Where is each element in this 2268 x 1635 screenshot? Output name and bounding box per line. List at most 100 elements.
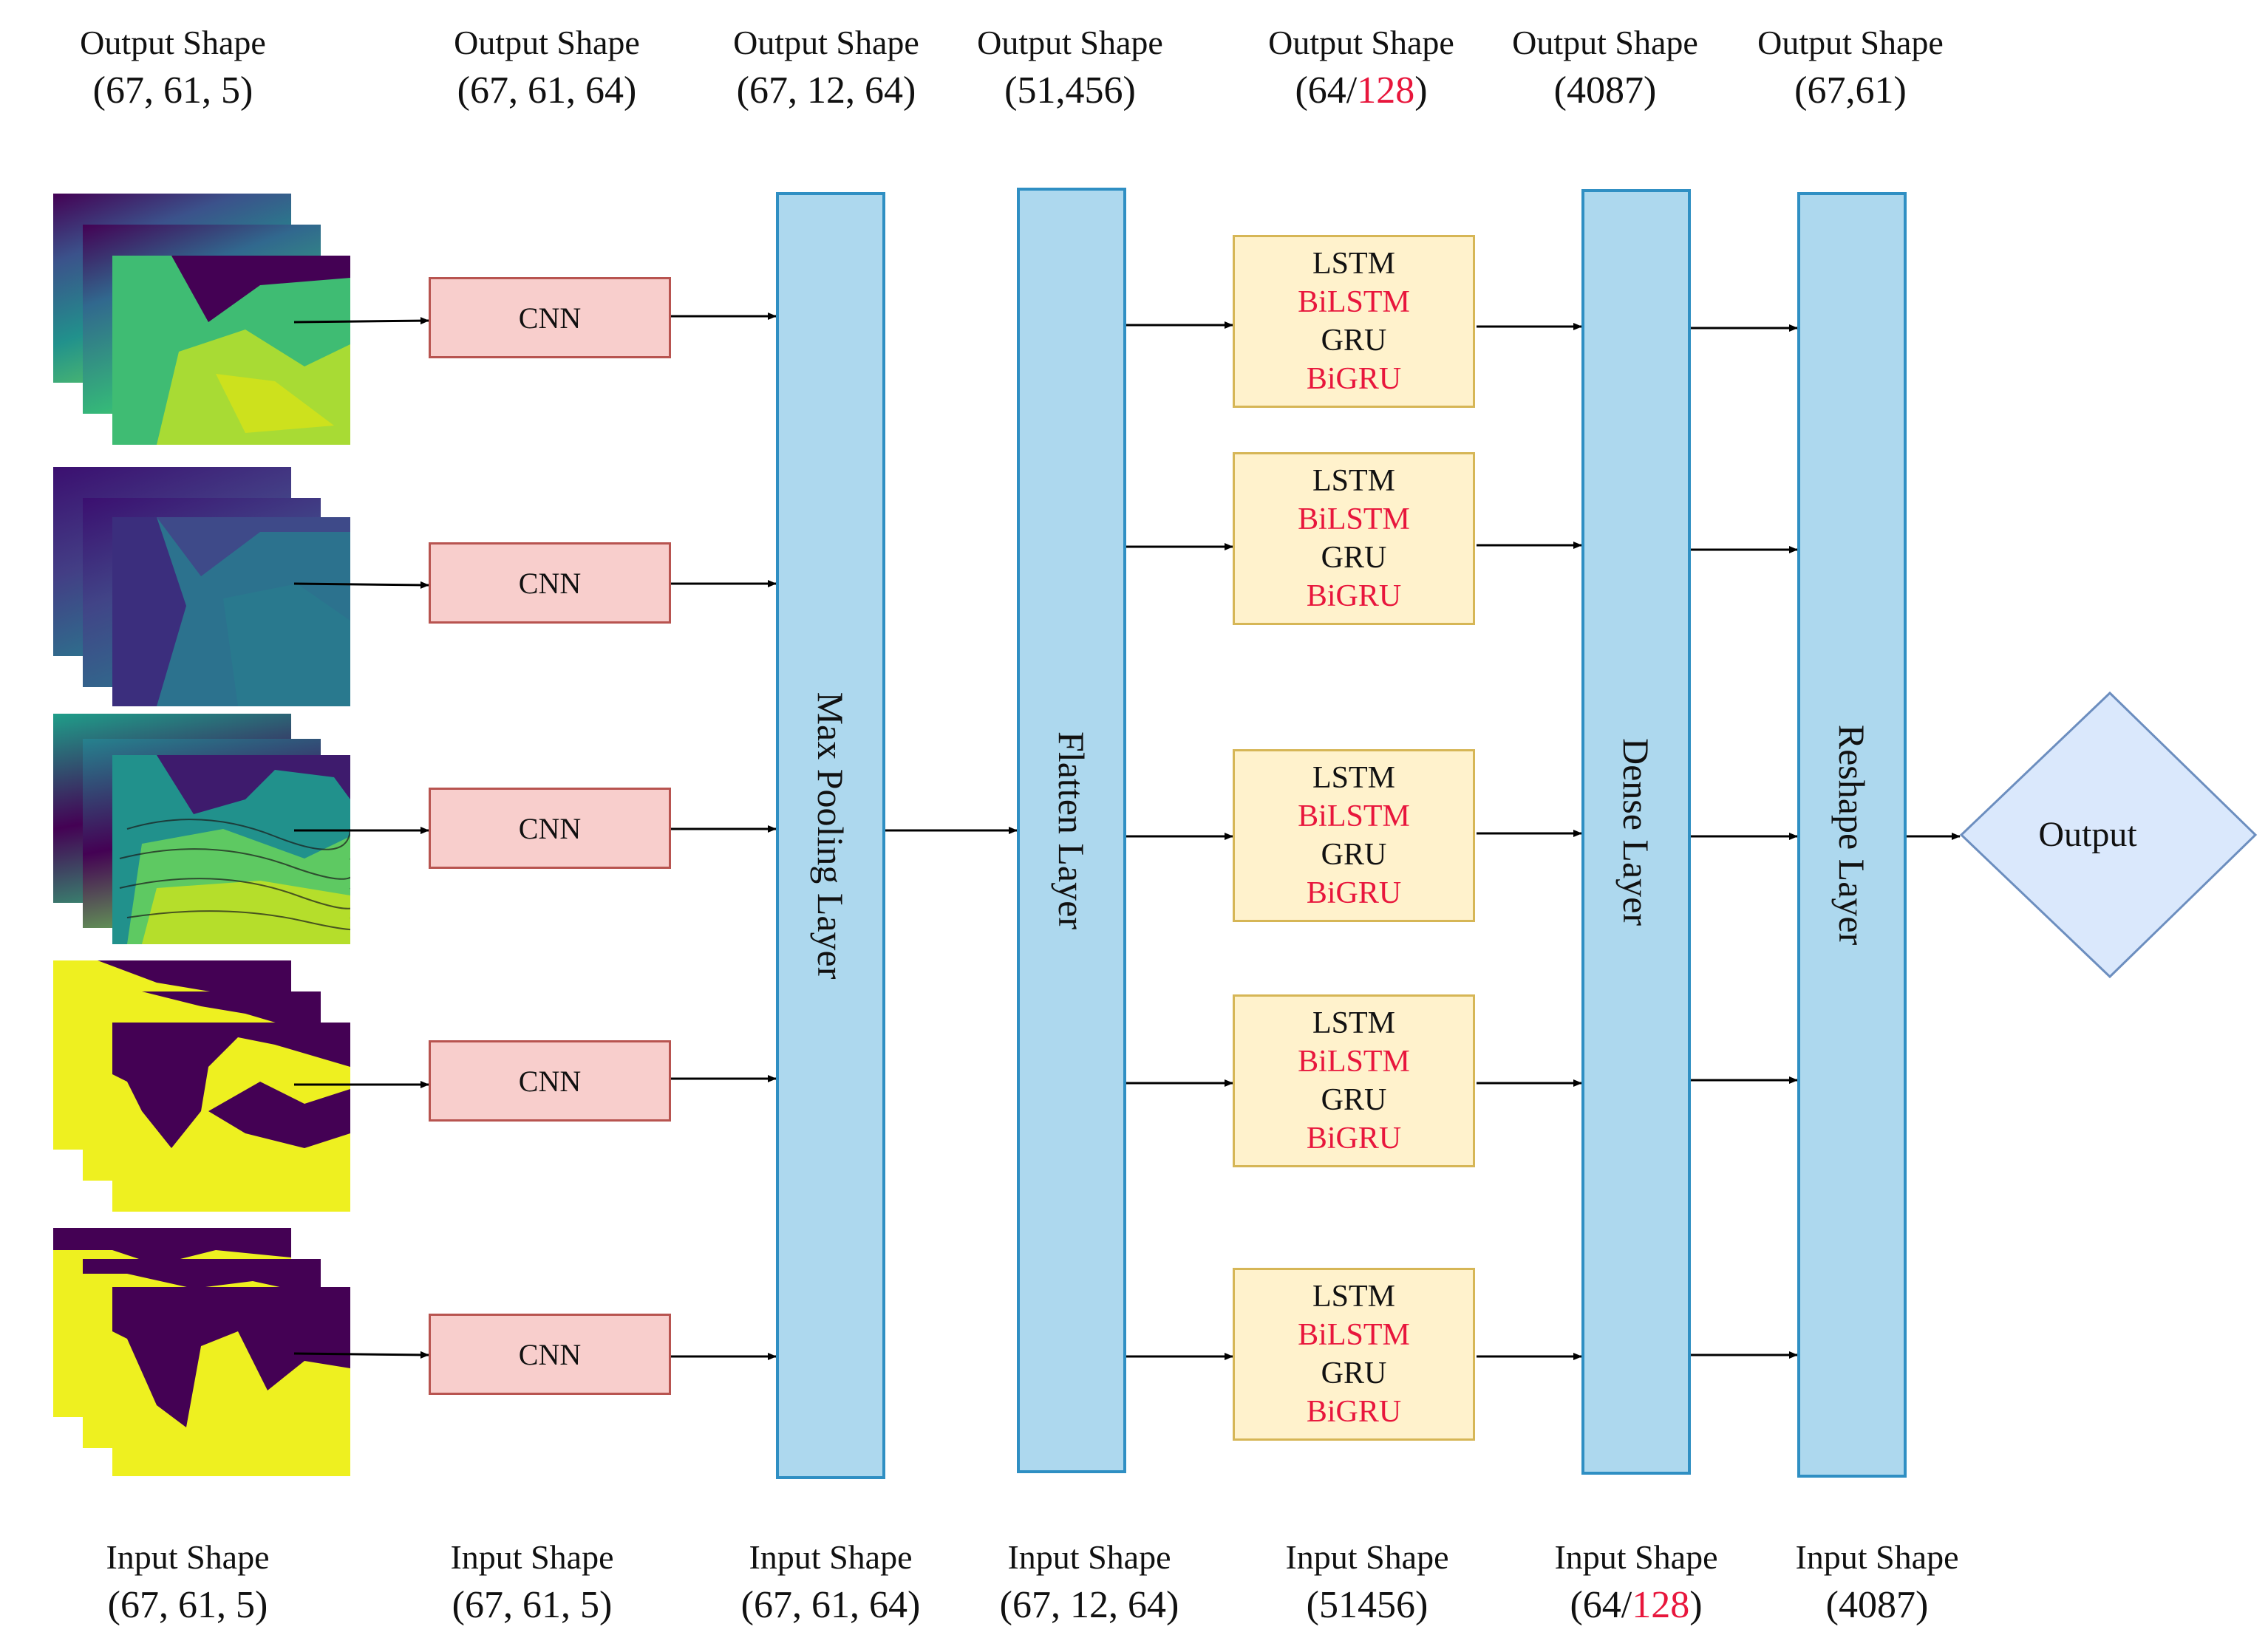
rnn-bilstm: BiLSTM xyxy=(1298,1045,1410,1079)
map-tile xyxy=(112,1023,350,1212)
header-title: Output Shape xyxy=(977,24,1163,61)
rnn-lstm: LSTM xyxy=(1312,1280,1395,1314)
map-tile xyxy=(112,517,350,706)
layer-label: Max Pooling Layer xyxy=(810,692,851,980)
cnn-block-4: CNN xyxy=(429,1040,671,1122)
output-label: Output xyxy=(2038,815,2137,854)
rnn-gru: GRU xyxy=(1321,1083,1387,1117)
header-title: Output Shape xyxy=(80,24,266,61)
rnn-bilstm: BiLSTM xyxy=(1298,502,1410,536)
header-value: (67,61) xyxy=(1794,69,1907,112)
rnn-gru: GRU xyxy=(1321,1356,1387,1390)
map-water-shape xyxy=(83,1259,321,1296)
cnn-block-1: CNN xyxy=(429,277,671,358)
layer-label: Reshape Layer xyxy=(1831,724,1873,946)
map-land-shape xyxy=(112,517,350,706)
value-main: (64/ xyxy=(1570,1584,1632,1626)
footer-title: Input Shape xyxy=(106,1538,270,1576)
header-title: Output Shape xyxy=(1757,24,1944,61)
footer-title: Input Shape xyxy=(749,1538,913,1576)
rnn-block-1: LSTM BiLSTM GRU BiGRU xyxy=(1233,235,1475,408)
rnn-block-4: LSTM BiLSTM GRU BiGRU xyxy=(1233,994,1475,1167)
value-main: (64/ xyxy=(1295,69,1358,112)
footer-value: (67, 61, 5) xyxy=(452,1584,613,1626)
map-land-shape xyxy=(112,256,350,445)
header-value: (67, 12, 64) xyxy=(736,69,916,112)
output-shape-header-3: Output Shape (67, 12, 64) xyxy=(664,21,989,117)
header-title: Output Shape xyxy=(733,24,919,61)
cnn-block-3: CNN xyxy=(429,788,671,869)
map-water-shape xyxy=(142,991,321,1036)
cnn-label: CNN xyxy=(518,566,582,600)
rnn-bilstm: BiLSTM xyxy=(1298,1318,1410,1352)
header-title: Output Shape xyxy=(1268,24,1454,61)
rnn-bilstm: BiLSTM xyxy=(1298,799,1410,833)
rnn-gru: GRU xyxy=(1321,541,1387,575)
rnn-lstm: LSTM xyxy=(1312,761,1395,795)
output-shape-header-5: Output Shape (64/128) xyxy=(1199,21,1524,117)
header-value: (51,456) xyxy=(1004,69,1136,112)
cnn-label: CNN xyxy=(518,811,582,845)
footer-title: Input Shape xyxy=(1795,1538,1959,1576)
rnn-lstm: LSTM xyxy=(1312,464,1395,498)
reshape-layer: Reshape Layer xyxy=(1797,192,1907,1478)
value-end: ) xyxy=(1689,1584,1703,1626)
layer-label: Flatten Layer xyxy=(1051,731,1092,929)
rnn-lstm: LSTM xyxy=(1312,1006,1395,1040)
header-value: (67, 61, 5) xyxy=(92,69,253,112)
input-shape-footer-2: Input Shape (67, 61, 5) xyxy=(370,1535,695,1631)
output-shape-header-6: Output Shape (4087) xyxy=(1443,21,1768,117)
cnn-block-2: CNN xyxy=(429,542,671,624)
cnn-block-5: CNN xyxy=(429,1314,671,1395)
header-value: (4087) xyxy=(1553,69,1657,112)
footer-value: (4087) xyxy=(1825,1584,1929,1626)
map-tile xyxy=(112,1287,350,1476)
footer-value: (67, 12, 64) xyxy=(999,1584,1179,1626)
map-land-shape xyxy=(112,755,350,944)
footer-title: Input Shape xyxy=(1285,1538,1449,1576)
input-shape-footer-5: Input Shape (51456) xyxy=(1205,1535,1530,1631)
rnn-lstm: LSTM xyxy=(1312,247,1395,281)
map-water-shape xyxy=(53,1228,291,1265)
footer-title: Input Shape xyxy=(450,1538,614,1576)
rnn-bigru: BiGRU xyxy=(1306,1395,1402,1429)
footer-value: (67, 61, 64) xyxy=(740,1584,921,1626)
max-pooling-layer: Max Pooling Layer xyxy=(776,192,885,1479)
cnn-label: CNN xyxy=(518,1337,582,1371)
map-tile xyxy=(112,755,350,944)
input-shape-footer-6: Input Shape (64/128) xyxy=(1474,1535,1799,1631)
rnn-block-2: LSTM BiLSTM GRU BiGRU xyxy=(1233,452,1475,625)
header-title: Output Shape xyxy=(1512,24,1698,61)
output-shape-header-2: Output Shape (67, 61, 64) xyxy=(384,21,709,117)
header-value: (64/128) xyxy=(1199,65,1524,117)
rnn-gru: GRU xyxy=(1321,324,1387,358)
rnn-bilstm: BiLSTM xyxy=(1298,285,1410,319)
rnn-bigru: BiGRU xyxy=(1306,362,1402,396)
layer-label: Dense Layer xyxy=(1615,737,1657,926)
cnn-label: CNN xyxy=(518,301,582,335)
input-shape-footer-7: Input Shape (4087) xyxy=(1714,1535,2040,1631)
output-shape-header-7: Output Shape (67,61) xyxy=(1688,21,2013,117)
rnn-bigru: BiGRU xyxy=(1306,579,1402,613)
input-shape-footer-3: Input Shape (67, 61, 64) xyxy=(668,1535,993,1631)
value-end: ) xyxy=(1414,69,1428,112)
dense-layer: Dense Layer xyxy=(1581,189,1691,1475)
map-tile xyxy=(112,256,350,445)
output-shape-header-1: Output Shape (67, 61, 5) xyxy=(10,21,336,117)
footer-value: (67, 61, 5) xyxy=(107,1584,268,1626)
footer-value: (51456) xyxy=(1306,1584,1428,1626)
footer-title: Input Shape xyxy=(1554,1538,1718,1576)
value-alt: 128 xyxy=(1357,69,1415,112)
rnn-block-3: LSTM BiLSTM GRU BiGRU xyxy=(1233,749,1475,922)
input-shape-footer-4: Input Shape (67, 12, 64) xyxy=(927,1535,1252,1631)
input-shape-footer-1: Input Shape (67, 61, 5) xyxy=(25,1535,350,1631)
rnn-block-5: LSTM BiLSTM GRU BiGRU xyxy=(1233,1268,1475,1441)
header-title: Output Shape xyxy=(454,24,640,61)
rnn-gru: GRU xyxy=(1321,838,1387,872)
map-water-shape xyxy=(112,1023,350,1148)
value-alt: 128 xyxy=(1632,1584,1690,1626)
rnn-bigru: BiGRU xyxy=(1306,1122,1402,1156)
rnn-bigru: BiGRU xyxy=(1306,876,1402,910)
header-value: (67, 61, 64) xyxy=(457,69,637,112)
output-shape-header-4: Output Shape (51,456) xyxy=(907,21,1233,117)
